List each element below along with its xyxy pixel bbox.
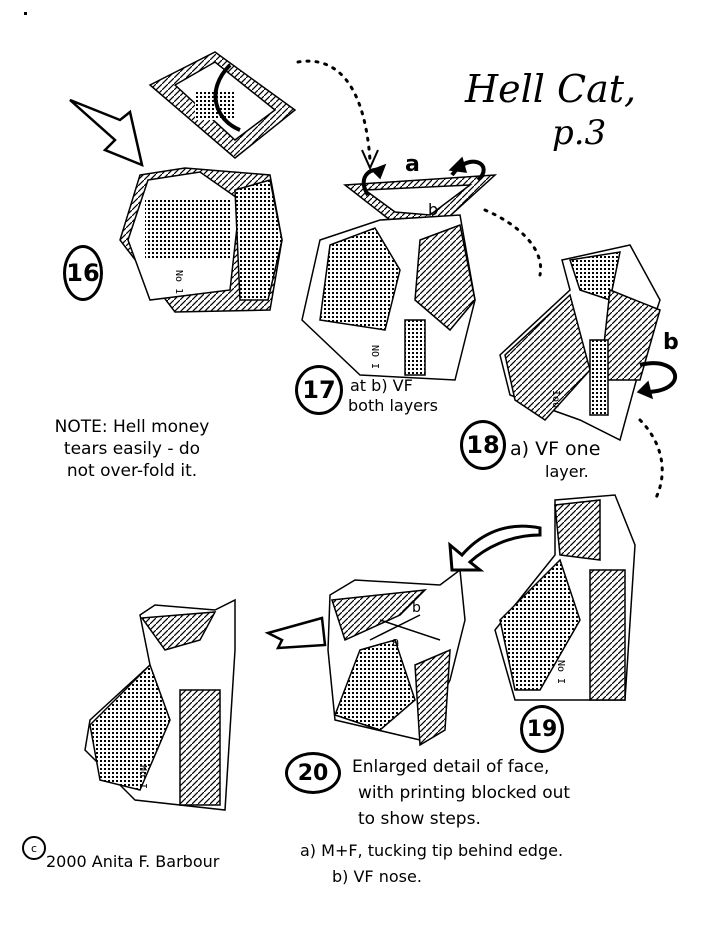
title-line-1: Hell Cat, [465, 67, 637, 111]
copyright-icon: c [22, 836, 46, 860]
page-title: Hell Cat, [465, 68, 636, 110]
step-20-drawing: b a [327, 568, 466, 747]
final-cat-drawing: No I [84, 598, 236, 811]
svg-text:NO I: NO I [369, 345, 380, 369]
svg-text:No I: No I [137, 765, 148, 789]
step-18-number: 18 [460, 420, 506, 470]
step-19-number: 19 [520, 705, 564, 753]
step-17-number: 17 [295, 365, 343, 415]
step-19-drawing: No I [494, 494, 636, 701]
note-line: NOTE: Hell money [54, 417, 210, 437]
step-18-caption-line: layer. [545, 462, 589, 481]
step-20-caption-line: with printing blocked out [358, 783, 571, 803]
svg-text:Iou: Iou [550, 390, 561, 408]
push-arrow-icon [69, 98, 144, 168]
step-16-drawing: No 1 [69, 51, 297, 313]
step-17-drawing: NO I [301, 156, 498, 381]
copyright-text: 2000 Anita F. Barbour [46, 852, 220, 871]
step-20-substep-b: b) VF nose. [332, 867, 422, 886]
step-18-drawing: Iou [499, 244, 678, 442]
step-20-caption-line: to show steps. [358, 809, 481, 829]
step-17-label-a: a [405, 152, 420, 177]
step-20-substeps: a) M+F, tucking tip behind edge. b) VF n… [300, 838, 563, 890]
step-16-number: 16 [63, 245, 103, 301]
step-17-caption-line: both layers [348, 396, 438, 415]
curved-arrow-19-20 [448, 524, 542, 572]
dotted-arrow-16-17 [296, 59, 372, 162]
note-line: tears easily - do [63, 439, 201, 459]
step-17-label-b: b [428, 200, 439, 219]
step-20-substep-a: a) M+F, tucking tip behind edge. [300, 841, 564, 860]
page-number: p.3 [552, 113, 607, 153]
step-20-number: 20 [285, 752, 341, 794]
note-text: NOTE: Hell money tears easily - do not o… [32, 416, 232, 482]
dotted-arrow-17-18 [483, 208, 543, 277]
step-17-caption: at b) VF both layers [348, 376, 438, 416]
stray-mark [24, 12, 27, 15]
arrow-20-final [264, 616, 327, 650]
step-18-caption-line: a) VF one [510, 438, 601, 460]
step-20-label-a: a [392, 635, 399, 649]
step-20-caption: Enlarged detail of face, with printing b… [352, 754, 570, 832]
step-18-label-b: b [663, 330, 679, 355]
note-line: not over-fold it. [66, 461, 198, 481]
step-20-caption-line: Enlarged detail of face, [352, 757, 550, 777]
svg-text:No I: No I [555, 660, 566, 684]
step-17-caption-line: at b) VF [350, 376, 413, 395]
dotted-arrow-18-19 [638, 418, 664, 502]
step-20-label-b: b [412, 600, 421, 616]
svg-text:No 1: No 1 [173, 270, 184, 294]
